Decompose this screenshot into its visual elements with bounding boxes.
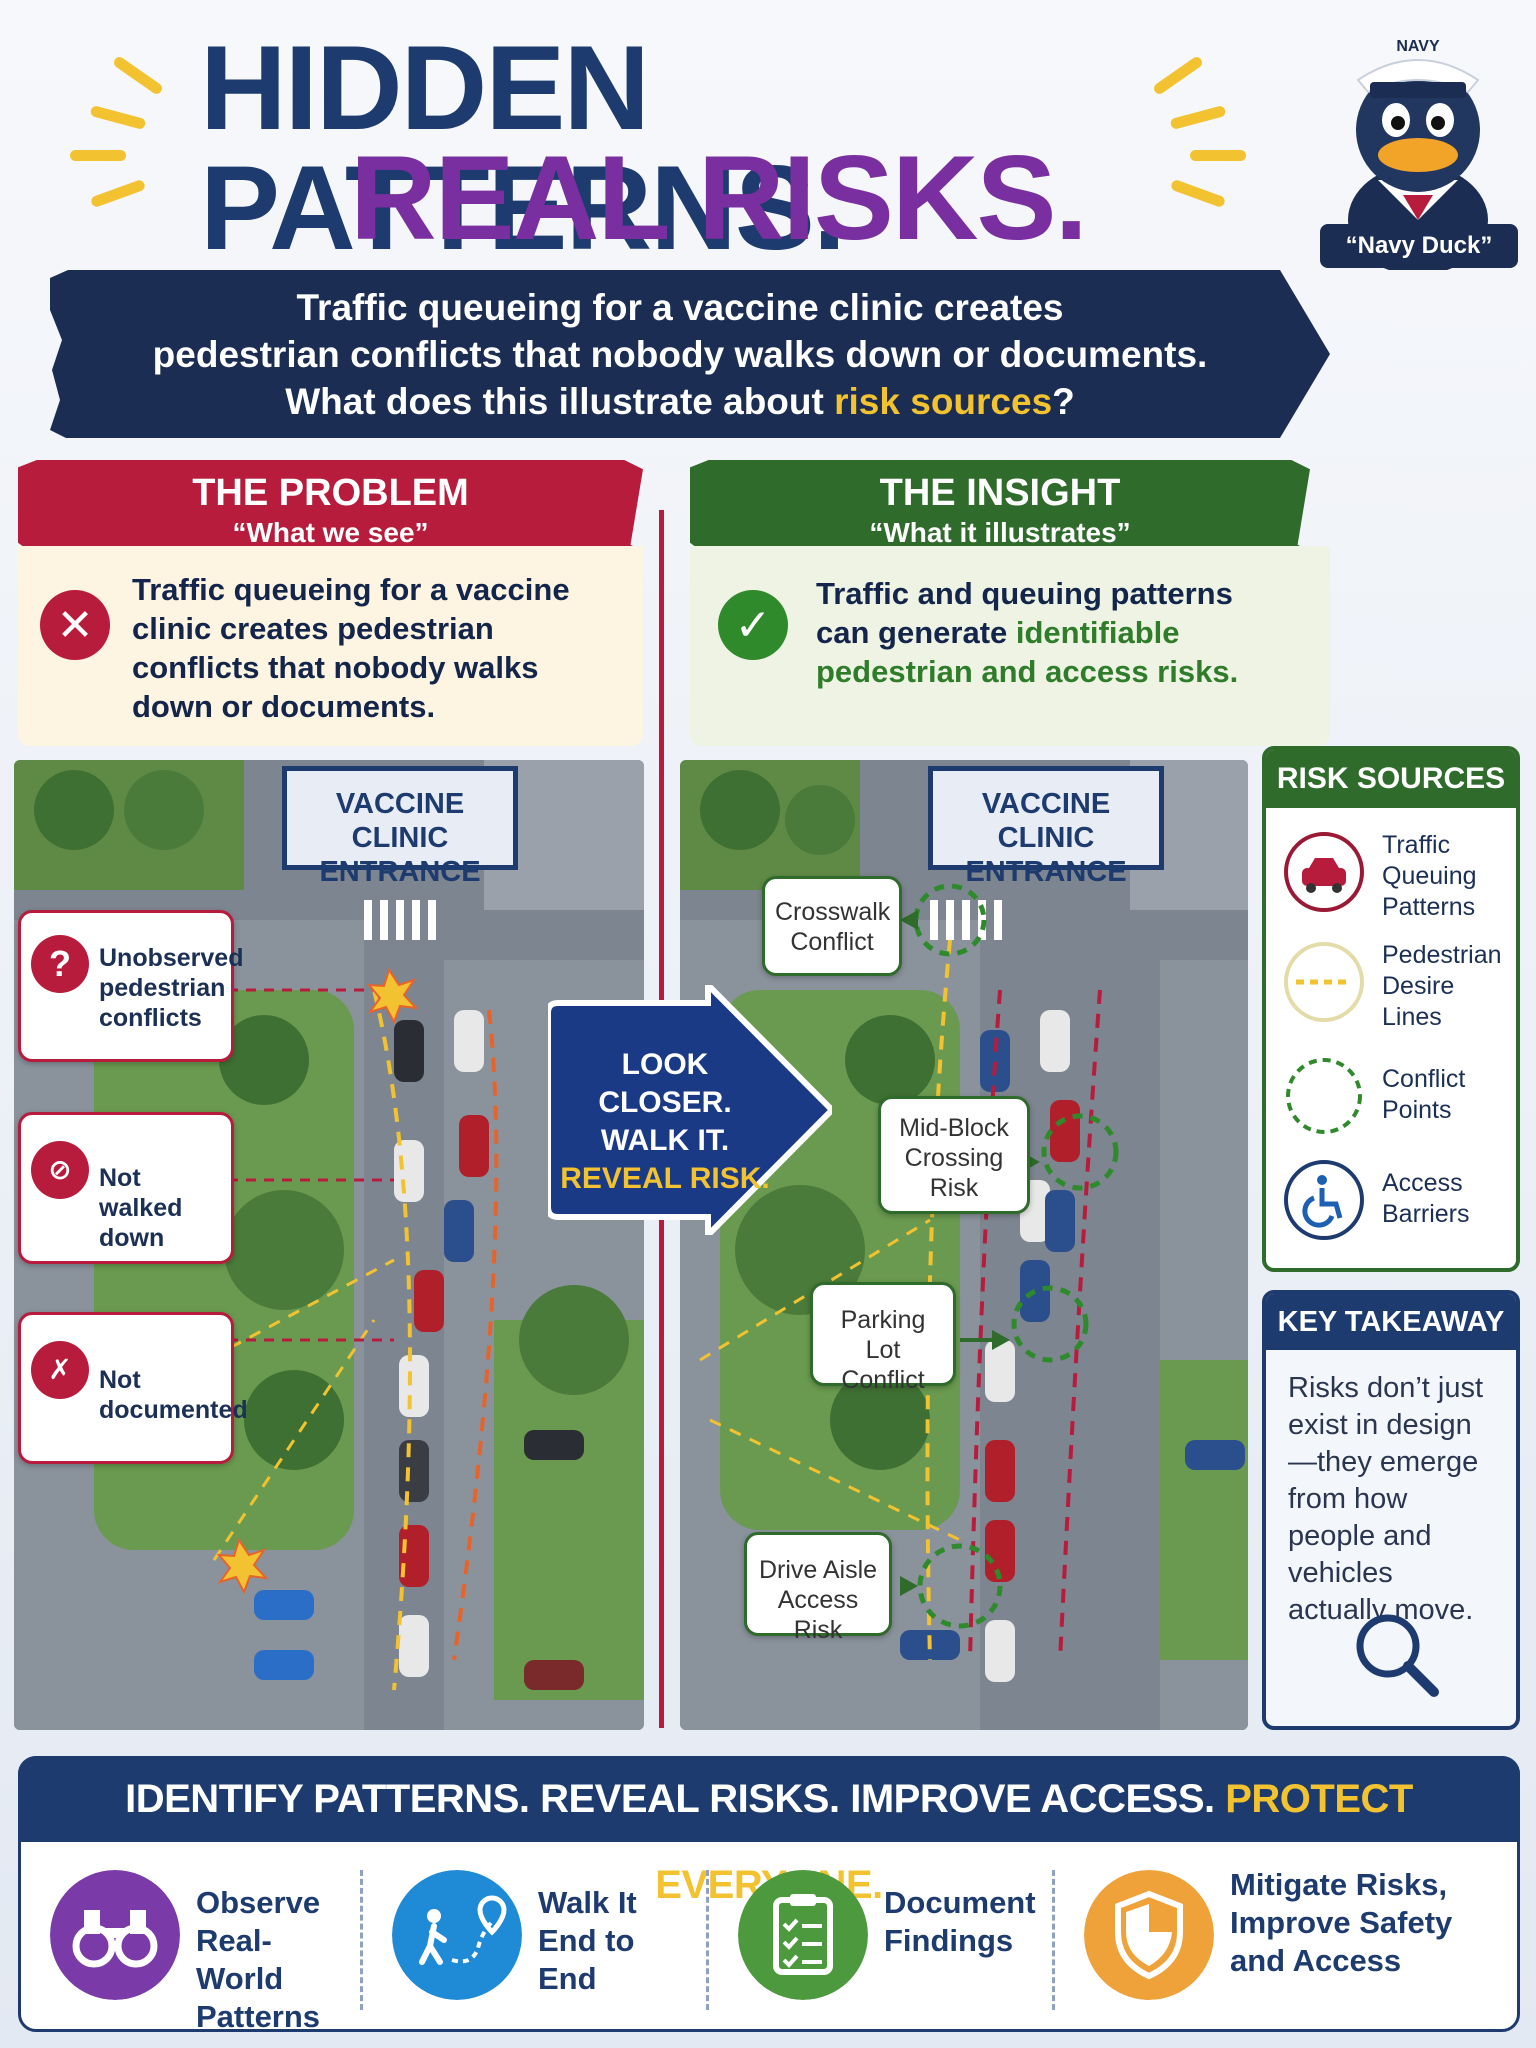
callout-not-documented-text: Not documented xyxy=(99,1366,248,1424)
step-separator-2 xyxy=(706,1870,709,2010)
right-entrance-line-1: VACCINE CLINIC xyxy=(981,788,1111,854)
eye-slash-icon: ⊘ xyxy=(31,1141,89,1199)
right-burst-decoration xyxy=(1140,54,1250,210)
callout-not-walked-text: Not walked down xyxy=(99,1164,183,1252)
risk-item-access-barriers: Access Barriers xyxy=(1282,1150,1512,1250)
banner-line-3-text: What does this illustrate about xyxy=(285,381,835,422)
callout-not-walked-down: ⊘ Not walked down xyxy=(18,1112,234,1264)
banner-line-3-end: ? xyxy=(1052,381,1075,422)
banner-line-1: Traffic queueing for a vaccine clinic cr… xyxy=(296,287,1064,328)
risk-sources-panel: RISK SOURCES Traffic Queuing Patterns Pe… xyxy=(1262,746,1520,1272)
question-banner xyxy=(50,270,1330,438)
step-document-label: Document Findings xyxy=(884,1885,1036,1958)
right-entrance-sign: VACCINE CLINIC ENTRANCE xyxy=(928,766,1164,888)
risk-item-conflict-label: Conflict Points xyxy=(1382,1065,1466,1124)
binoculars-icon xyxy=(50,1870,180,2000)
problem-title: THE PROBLEM xyxy=(192,472,469,514)
insight-box: ✓ Traffic and queuing patterns can gener… xyxy=(690,546,1330,746)
step-mitigate-label: Mitigate Risks, Improve Safety and Acces… xyxy=(1230,1867,1453,1978)
risk-item-conflict-points: Conflict Points xyxy=(1282,1046,1512,1146)
left-entrance-line-2: ENTRANCE xyxy=(319,856,481,888)
conflict-point-icon xyxy=(1286,1058,1362,1134)
insight-text-highlight: identifiable pedestrian and access risks… xyxy=(816,615,1239,689)
risk-item-traffic: Traffic Queuing Patterns xyxy=(1282,822,1512,922)
risk-item-traffic-label: Traffic Queuing Patterns xyxy=(1382,831,1477,921)
callout-drive-aisle-access: Drive Aisle Access Risk xyxy=(744,1532,892,1644)
banner-line-3: What does this illustrate about risk sou… xyxy=(130,378,1230,425)
callout-crosswalk-conflict: Crosswalk Conflict xyxy=(762,876,902,976)
step-walk: Walk It End to End xyxy=(392,1862,702,2012)
clipboard-checklist-icon xyxy=(738,1870,868,2000)
risk-item-desire-lines: Pedestrian Desire Lines xyxy=(1282,932,1512,1032)
desire-line-icon xyxy=(1284,942,1364,1022)
look-closer-line-1: LOOK CLOSER. xyxy=(598,1048,732,1119)
problem-subtitle: “What we see” xyxy=(232,517,429,548)
document-x-icon: ✗ xyxy=(31,1341,89,1399)
look-closer-line-3: REVEAL RISK. xyxy=(560,1162,770,1195)
left-entrance-sign: VACCINE CLINIC ENTRANCE xyxy=(282,766,518,888)
banner-highlight: risk sources xyxy=(834,381,1053,422)
wheelchair-icon xyxy=(1284,1160,1364,1240)
check-mark-icon: ✓ xyxy=(718,590,788,660)
insight-subtitle: “What it illustrates” xyxy=(869,517,1131,548)
key-takeaway-panel: KEY TAKEAWAY Risks don’t just exist in d… xyxy=(1262,1290,1520,1730)
title-line-2: REAL RISKS. xyxy=(350,131,1088,265)
step-observe-label: Observe Real-World Patterns xyxy=(196,1885,321,2034)
callout-parking-lot-conflict: Parking Lot Conflict xyxy=(810,1282,956,1394)
shield-icon xyxy=(1084,1870,1214,2000)
title-line-1: HIDDEN PATTERNS. xyxy=(200,21,846,275)
bottom-headline: IDENTIFY PATTERNS. REVEAL RISKS. IMPROVE… xyxy=(18,1756,1520,1907)
insight-title: THE INSIGHT xyxy=(879,472,1121,514)
callout-unobserved-conflicts: ? Unobserved pedestrian conflicts xyxy=(18,910,244,1062)
look-closer-text: LOOK CLOSER. WALK IT. REVEAL RISK. xyxy=(560,1046,770,1198)
problem-header: THE PROBLEM “What we see” xyxy=(18,460,643,552)
walking-path-icon xyxy=(392,1870,522,2000)
bottom-headline-text: IDENTIFY PATTERNS. REVEAL RISKS. IMPROVE… xyxy=(125,1777,1226,1821)
step-separator-1 xyxy=(360,1870,363,2010)
callout-unobserved-text: Unobserved pedestrian conflicts xyxy=(99,944,244,1032)
car-icon xyxy=(1284,832,1364,912)
problem-box: ✕ Traffic queueing for a vaccine clinic … xyxy=(18,546,643,746)
insight-header: THE INSIGHT “What it illustrates” xyxy=(690,460,1310,552)
step-separator-3 xyxy=(1052,1870,1055,2010)
look-closer-arrow xyxy=(548,985,832,1235)
step-walk-label: Walk It End to End xyxy=(538,1885,637,1996)
insight-text-main: Traffic and queuing patterns can generat… xyxy=(816,576,1233,650)
navy-duck-mascot xyxy=(1348,59,1488,270)
banner-question: Traffic queueing for a vaccine clinic cr… xyxy=(130,284,1230,425)
mascot-hat-text: NAVY xyxy=(1396,38,1440,55)
look-closer-line-2: WALK IT. xyxy=(600,1124,730,1157)
risk-item-access-label: Access Barriers xyxy=(1382,1169,1470,1228)
step-mitigate: Mitigate Risks, Improve Safety and Acces… xyxy=(1084,1862,1504,2012)
step-observe: Observe Real-World Patterns xyxy=(50,1862,350,2034)
callout-mid-block-crossing: Mid-Block Crossing Risk xyxy=(878,1096,1030,1214)
risk-sources-title: RISK SOURCES xyxy=(1266,750,1516,808)
left-burst-decoration xyxy=(70,54,180,210)
question-mark-icon: ? xyxy=(31,935,89,993)
step-document: Document Findings xyxy=(738,1862,1048,2012)
magnifier-icon xyxy=(1356,1614,1439,1697)
key-takeaway-title: KEY TAKEAWAY xyxy=(1266,1294,1516,1350)
insight-text: Traffic and queuing patterns can generat… xyxy=(816,574,1286,691)
problem-text: Traffic queueing for a vaccine clinic cr… xyxy=(132,572,570,724)
risk-item-desire-label: Pedestrian Desire Lines xyxy=(1382,941,1502,1031)
left-entrance-line-1: VACCINE CLINIC xyxy=(335,788,465,854)
mascot-label: “Navy Duck” xyxy=(1320,224,1518,268)
banner-line-2: pedestrian conflicts that nobody walks d… xyxy=(152,334,1208,375)
x-mark-icon: ✕ xyxy=(40,590,110,660)
callout-not-documented: ✗ Not documented xyxy=(18,1312,248,1464)
right-entrance-line-2: ENTRANCE xyxy=(965,856,1127,888)
